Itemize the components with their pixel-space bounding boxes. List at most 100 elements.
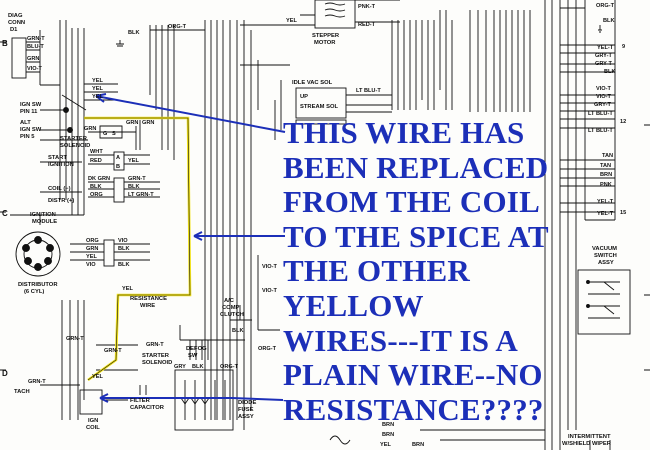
ignition-module-label-2: MODULE <box>32 219 57 225</box>
wire-label: TAN <box>600 163 611 169</box>
resistance-wire-label-2: WIRE <box>140 303 155 309</box>
starter-solenoid-label: STARTER <box>60 136 88 142</box>
wire-label: BRN <box>382 422 394 428</box>
diag-conn-label-2: CONN <box>8 20 25 26</box>
wire-label: LT BLU-T <box>588 128 613 134</box>
wire-label: LT BLU-T <box>356 88 381 94</box>
wire-label: BLK <box>118 262 130 268</box>
distr-label: DISTR (+) <box>48 198 74 204</box>
ign-sw-label-2: PIN 11 <box>20 109 38 115</box>
annotation-line: WIRES---IT IS A <box>283 322 519 358</box>
wire-label: YEL-T <box>597 199 614 205</box>
annotation-line: FROM THE COIL <box>283 184 540 220</box>
wire-label: VIO-T <box>262 288 277 294</box>
wire-label: GRY-T <box>595 53 612 59</box>
wire-label: YEL <box>122 286 133 292</box>
wire-label: YEL <box>92 78 103 84</box>
pin-label: B <box>116 164 120 170</box>
wire-label: VIO <box>118 238 128 244</box>
up-stream-sol-label: UP <box>300 94 308 100</box>
wire-label: YEL <box>128 158 139 164</box>
annotation-text: THIS WIRE HAS BEEN REPLACED FROM THE COI… <box>283 115 645 427</box>
annotation-line: PLAIN WIRE--NO <box>283 357 543 393</box>
wire-label: GRN-T <box>66 336 84 342</box>
ign-sw-label: IGN SW <box>20 102 42 108</box>
wire-label: BRN <box>412 442 424 448</box>
arrow-to-ign-wire <box>95 95 286 133</box>
wire-label: YEL <box>380 442 391 448</box>
defog-sw-label: DEFOG <box>186 346 207 352</box>
wire-label: BLK <box>118 246 130 252</box>
wire-label: GRN <box>86 246 98 252</box>
wire-label: GRY-T <box>595 61 612 67</box>
annotation-line: THIS WIRE HAS <box>283 115 525 150</box>
annotation-line: RESISTANCE???? <box>283 391 544 427</box>
wire-label: GRN-T <box>104 348 122 354</box>
vacuum-switch-label: VACUUM <box>592 246 617 252</box>
wire-label: PNK <box>600 182 612 188</box>
start-ignition-label-2: IGNITION <box>48 162 74 168</box>
alt-ign-label-3: PIN 5 <box>20 134 35 140</box>
wire-label: GRN <box>126 120 138 126</box>
wire-label: ORG <box>86 238 99 244</box>
grid-letter-c: C <box>2 209 8 218</box>
wire-label: BLK <box>128 30 140 36</box>
wire-label: GRN <box>142 120 154 126</box>
filter-capacitor-label-2: CAPACITOR <box>130 405 165 411</box>
ignition-module-label: IGNITION <box>30 212 56 218</box>
starter-solenoid-2-label-2: SOLENOID <box>142 360 172 366</box>
annotation-line: THE OTHER <box>283 253 470 289</box>
wire-label: BLK <box>128 184 140 190</box>
wire-label: YEL <box>92 86 103 92</box>
up-stream-sol-label-2: STREAM SOL <box>300 104 338 110</box>
wire-label: BLK <box>90 184 102 190</box>
right-pin-12: 12 <box>620 119 626 125</box>
ac-clutch-label-3: CLUTCH <box>220 312 244 318</box>
wire-label: BLK <box>192 364 204 370</box>
ac-clutch-label-2: COMP <box>222 305 240 311</box>
wire-label: VIO-T <box>596 86 611 92</box>
defog-sw-label-2: SW <box>188 353 198 359</box>
wire-label: ORG-T <box>258 346 277 352</box>
wire-label: BLK <box>603 18 615 24</box>
filter-capacitor-label: FILTER <box>130 398 151 404</box>
wire-label: BRN <box>382 432 394 438</box>
wire-label: ORG-T <box>168 24 187 30</box>
wire-label: VIO <box>86 262 96 268</box>
wire-label: GRN-T <box>128 176 146 182</box>
annotation-line: TO THE SPICE AT <box>283 218 549 254</box>
wire-label: GRN-T <box>146 342 164 348</box>
stepper-motor-label-2: MOTOR <box>314 40 336 46</box>
vacuum-switch-label-3: ASSY <box>598 260 614 266</box>
annotation-line: BEEN REPLACED <box>283 149 549 185</box>
ac-clutch-label: A/C <box>224 298 235 304</box>
wire-label: RED-T <box>358 22 376 28</box>
wire-label: VIO-T <box>27 66 42 72</box>
wire-label: PNK-T <box>358 4 376 10</box>
coil-label: COIL (−) <box>48 186 71 192</box>
diode-fuse-label-2: FUSE <box>238 407 254 413</box>
wire-label: VIO-T <box>262 264 277 270</box>
wire-label: BLK <box>604 69 616 75</box>
diode-fuse-label-3: ASSY <box>238 414 254 420</box>
intermittent-wiper-label: INTERMITTENT <box>568 434 611 440</box>
wire-label: BRN <box>600 172 612 178</box>
wire-label: YEL <box>86 254 97 260</box>
distributor-label: DISTRIBUTOR <box>18 282 58 288</box>
pin-label: A <box>116 155 120 161</box>
wire-label: S <box>112 131 116 137</box>
vacuum-switch-label-2: SWITCH <box>594 253 617 259</box>
wire-label: LT BLU-T <box>588 111 613 117</box>
distributor-label-2: (6 CYL) <box>24 289 44 295</box>
wire-label: ORG-T <box>220 364 239 370</box>
right-pin-9: 9 <box>622 44 625 50</box>
wire-label: DK GRN <box>88 176 110 182</box>
wire-label: RED <box>90 158 102 164</box>
wire-label: YEL-T <box>597 211 614 217</box>
wire-label: YEL-T <box>597 45 614 51</box>
wire-label: G <box>103 131 107 137</box>
wire-label: YEL <box>92 94 103 100</box>
wire-label: ORG-T <box>596 3 615 9</box>
